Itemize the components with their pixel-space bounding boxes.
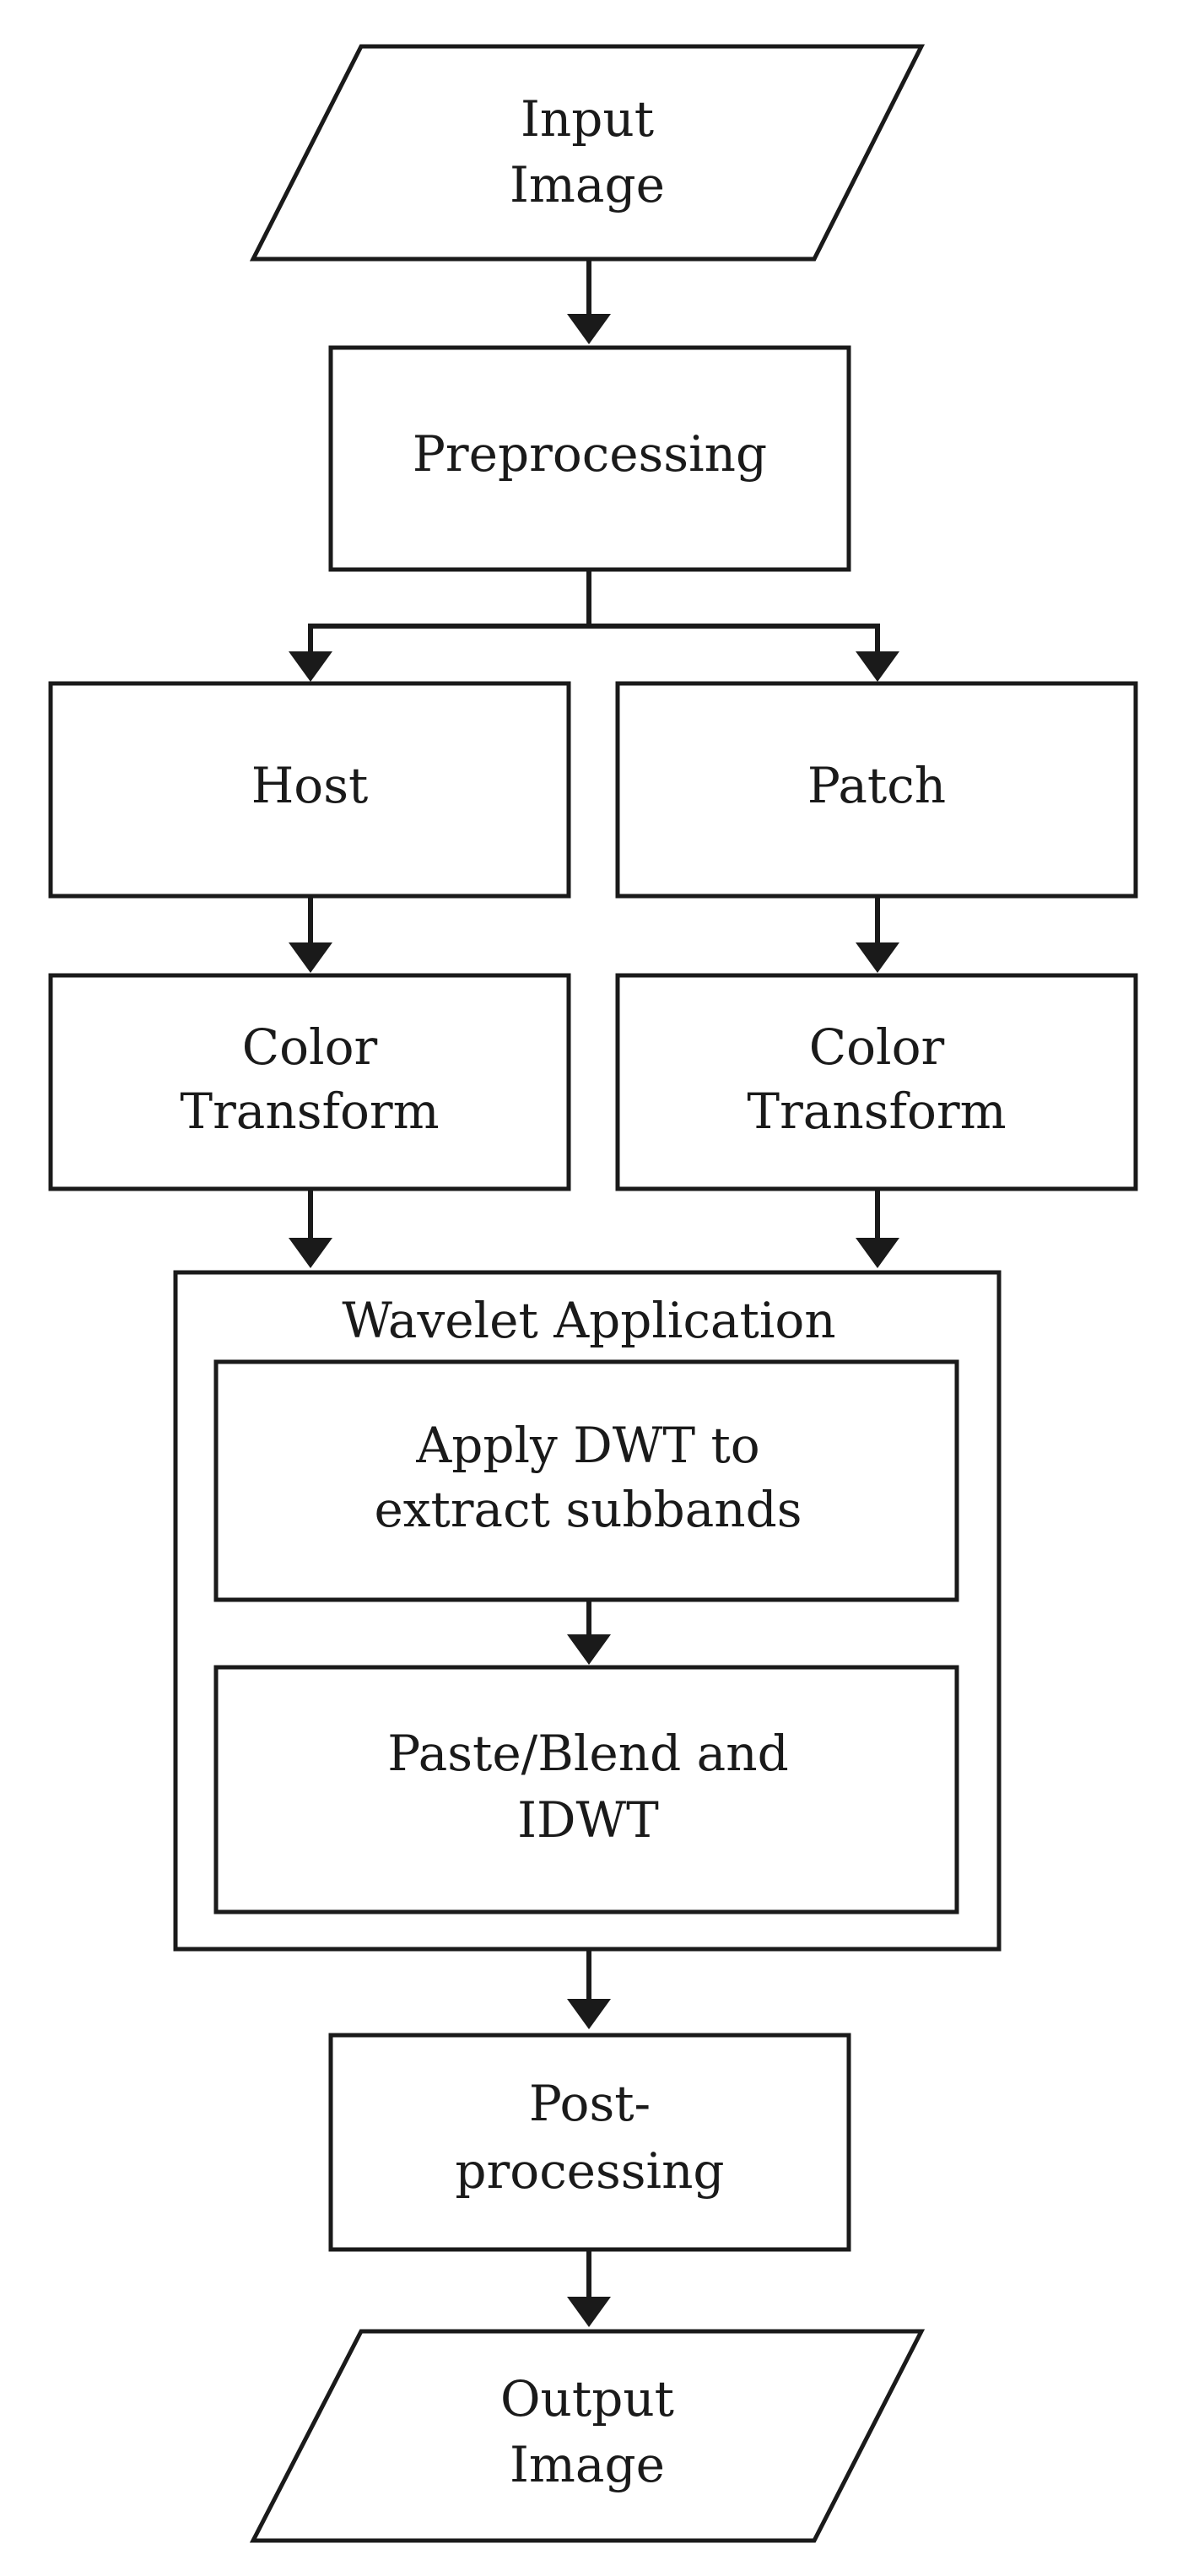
edge-input-to-preprocessing <box>567 260 611 344</box>
input-image-label-line1: Input <box>521 90 654 148</box>
postprocessing-line1: Post- <box>529 2075 651 2132</box>
preprocessing-label: Preprocessing <box>413 425 767 483</box>
node-preprocessing: Preprocessing <box>328 345 851 572</box>
edge-dwt-to-paste-blend <box>567 1600 611 1665</box>
color-transform-patch-line2: Transform <box>747 1083 1006 1140</box>
node-postprocessing: Post- processing <box>328 2033 851 2252</box>
node-input-image: Input Image <box>249 44 926 262</box>
node-color-transform-patch: Color Transform <box>615 973 1138 1191</box>
edge-patch-to-color-transform <box>856 896 899 973</box>
paste-blend-line1: Paste/Blend and <box>387 1725 788 1782</box>
apply-dwt-line1: Apply DWT to <box>415 1417 759 1474</box>
patch-label: Patch <box>807 757 946 814</box>
edge-patch-color-transform-to-wavelet <box>856 1189 899 1268</box>
wavelet-application-label: Wavelet Application <box>342 1292 835 1349</box>
output-image-label-line2: Image <box>510 2436 665 2493</box>
edge-host-to-color-transform <box>289 896 332 973</box>
output-image-label-line1: Output <box>500 2370 674 2427</box>
node-paste-blend-idwt: Paste/Blend and IDWT <box>213 1665 959 1914</box>
edge-wavelet-to-postprocessing <box>567 1949 611 2029</box>
host-label: Host <box>251 757 369 814</box>
apply-dwt-line2: extract subbands <box>374 1481 802 1538</box>
color-transform-patch-line1: Color <box>809 1018 945 1076</box>
edge-preprocessing-split <box>289 570 899 682</box>
color-transform-host-line1: Color <box>242 1018 378 1076</box>
color-transform-host-line2: Transform <box>180 1083 439 1140</box>
edge-host-color-transform-to-wavelet <box>289 1189 332 1268</box>
input-image-label-line2: Image <box>510 156 665 213</box>
node-patch: Patch <box>615 681 1138 899</box>
node-color-transform-host: Color Transform <box>48 973 571 1191</box>
edge-postprocessing-to-output <box>567 2249 611 2327</box>
node-host: Host <box>48 681 571 899</box>
postprocessing-line2: processing <box>455 2142 724 2200</box>
paste-blend-line2: IDWT <box>517 1791 659 1849</box>
node-output-image: Output Image <box>249 2329 926 2543</box>
node-apply-dwt: Apply DWT to extract subbands <box>213 1359 959 1602</box>
